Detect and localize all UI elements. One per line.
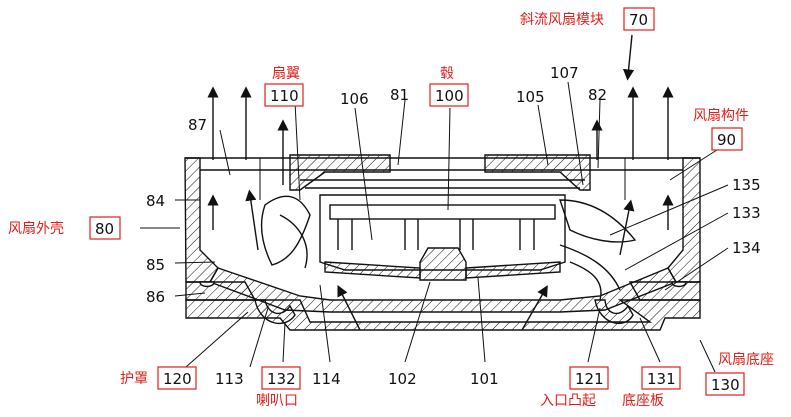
guard-num-box — [157, 366, 197, 390]
base-plate-label-cn: 底座板 — [622, 393, 664, 409]
label-102: 102 — [388, 370, 417, 388]
label-101: 101 — [470, 370, 499, 388]
fan-housing-num-box — [89, 216, 121, 240]
fan-member-num-box — [711, 127, 743, 151]
hub-num-box — [429, 83, 469, 107]
fan-housing — [184, 157, 701, 283]
horn-label-cn: 喇叭口 — [256, 393, 298, 409]
fan-blades — [260, 195, 637, 301]
module-label-cn: 斜流风扇模块 — [520, 12, 604, 28]
fan-member-num: 90 — [717, 131, 736, 149]
label-105: 105 — [516, 88, 545, 106]
fan-member-label-cn: 风扇构件 — [693, 108, 749, 124]
fan-blade-num-box — [264, 83, 304, 107]
label-134: 134 — [732, 239, 761, 257]
label-107: 107 — [550, 64, 579, 82]
label-85: 85 — [146, 256, 165, 274]
boss-num: 121 — [575, 370, 604, 388]
fan-base-num-box — [705, 372, 745, 396]
label-81: 81 — [390, 86, 409, 104]
fan-housing-label-cn: 风扇外壳 — [8, 220, 64, 237]
label-84: 84 — [146, 192, 165, 210]
horn-num: 132 — [267, 370, 296, 388]
hub-caps — [289, 154, 591, 191]
hub-num: 100 — [435, 87, 464, 105]
labels: 斜流风扇模块 70 扇翼 110 毂 100 风扇构件 90 风扇外壳 80 护… — [8, 7, 774, 409]
outflow-arrows — [207, 86, 674, 185]
fan-blade-label-cn: 扇翼 — [272, 66, 300, 82]
guard-label-cn: 护罩 — [120, 371, 148, 387]
label-135: 135 — [732, 176, 761, 194]
label-113: 113 — [215, 370, 244, 388]
label-87: 87 — [188, 116, 207, 134]
module-num-box — [623, 7, 655, 31]
label-82: 82 — [588, 86, 607, 104]
label-86: 86 — [146, 288, 165, 306]
boss-label-cn: 入口凸起 — [540, 393, 596, 409]
base-plate-num-box — [641, 366, 681, 390]
fan-base-num: 130 — [711, 376, 740, 394]
base-plate-num: 131 — [647, 370, 676, 388]
inflow-arrows — [207, 189, 674, 331]
fan-blade-num: 110 — [270, 87, 299, 105]
fan-base-label-cn: 风扇底座 — [718, 352, 774, 368]
hub-body — [319, 194, 566, 281]
fan-housing-num: 80 — [95, 220, 114, 238]
horn-num-box — [261, 366, 301, 390]
guard-and-base — [185, 267, 701, 331]
leader-lines — [140, 34, 729, 373]
boss-num-box — [569, 366, 609, 390]
label-114: 114 — [312, 370, 341, 388]
label-133: 133 — [732, 204, 761, 222]
module-num: 70 — [629, 11, 648, 29]
hub-label-cn: 毂 — [440, 66, 454, 82]
guard-num: 120 — [163, 370, 192, 388]
label-106: 106 — [340, 90, 369, 108]
